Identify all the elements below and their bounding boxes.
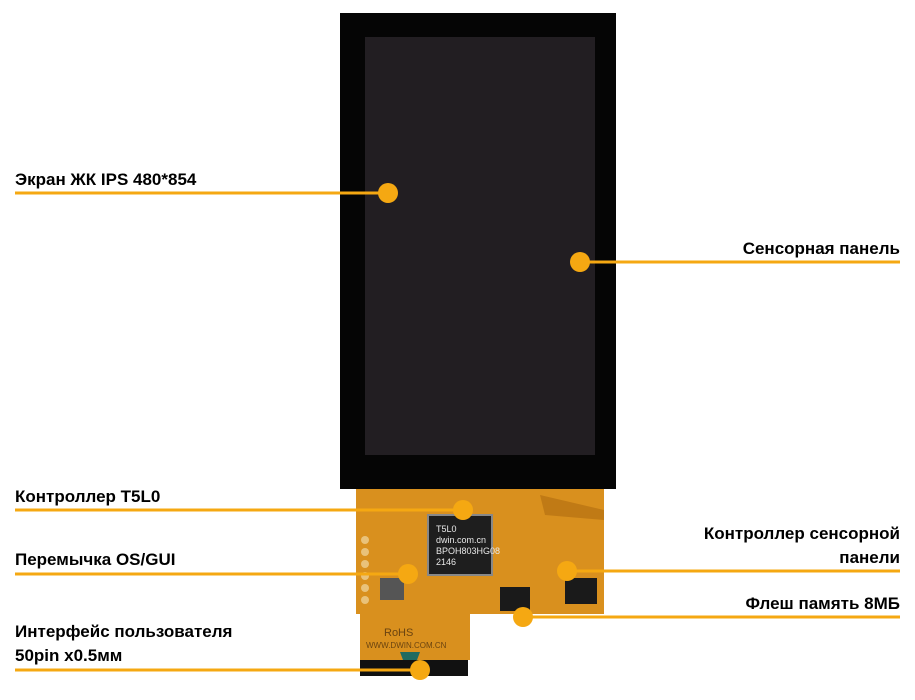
fpc-tab xyxy=(400,652,420,660)
label-interface: Интерфейс пользователя 50pin x0.5мм xyxy=(15,620,232,668)
fpc-trace xyxy=(540,495,604,520)
chip-text: BPOH803HG08 xyxy=(436,546,500,556)
main-chip: T5L0 dwin.com.cn BPOH803HG08 2146 xyxy=(427,514,500,576)
label-interface-line1: Интерфейс пользователя xyxy=(15,622,233,641)
chip-text: dwin.com.cn xyxy=(436,535,486,545)
touch-controller-dot xyxy=(557,561,577,581)
flash-dot xyxy=(513,607,533,627)
pcb-url-mark: WWW.DWIN.COM.CN xyxy=(366,641,447,650)
flash-chip xyxy=(500,587,530,611)
rohs-mark: RoHS xyxy=(384,627,413,639)
screen-dot xyxy=(378,183,398,203)
display-screen xyxy=(365,37,595,455)
label-flash: Флеш память 8МБ xyxy=(745,594,900,613)
jumper-dot xyxy=(398,564,418,584)
chip-text: 2146 xyxy=(436,557,456,567)
chip-text: T5L0 xyxy=(436,524,457,534)
controller-dot xyxy=(453,500,473,520)
label-touch-controller: Контроллер сенсорной панели xyxy=(704,522,900,570)
label-touch-panel: Сенсорная панель xyxy=(742,239,900,258)
leader-lines xyxy=(15,191,900,672)
label-touch-controller-line2: панели xyxy=(839,548,900,567)
label-screen: Экран ЖК IPS 480*854 xyxy=(15,170,197,189)
label-controller: Контроллер T5L0 xyxy=(15,487,161,506)
touch-controller-chip xyxy=(565,578,597,604)
label-touch-controller-line1: Контроллер сенсорной xyxy=(703,524,900,543)
interface-dot xyxy=(410,660,430,680)
inductor xyxy=(380,578,404,600)
label-jumper: Перемычка OS/GUI xyxy=(15,550,176,569)
touch-panel-dot xyxy=(570,252,590,272)
label-interface-line2: 50pin x0.5мм xyxy=(15,646,123,665)
